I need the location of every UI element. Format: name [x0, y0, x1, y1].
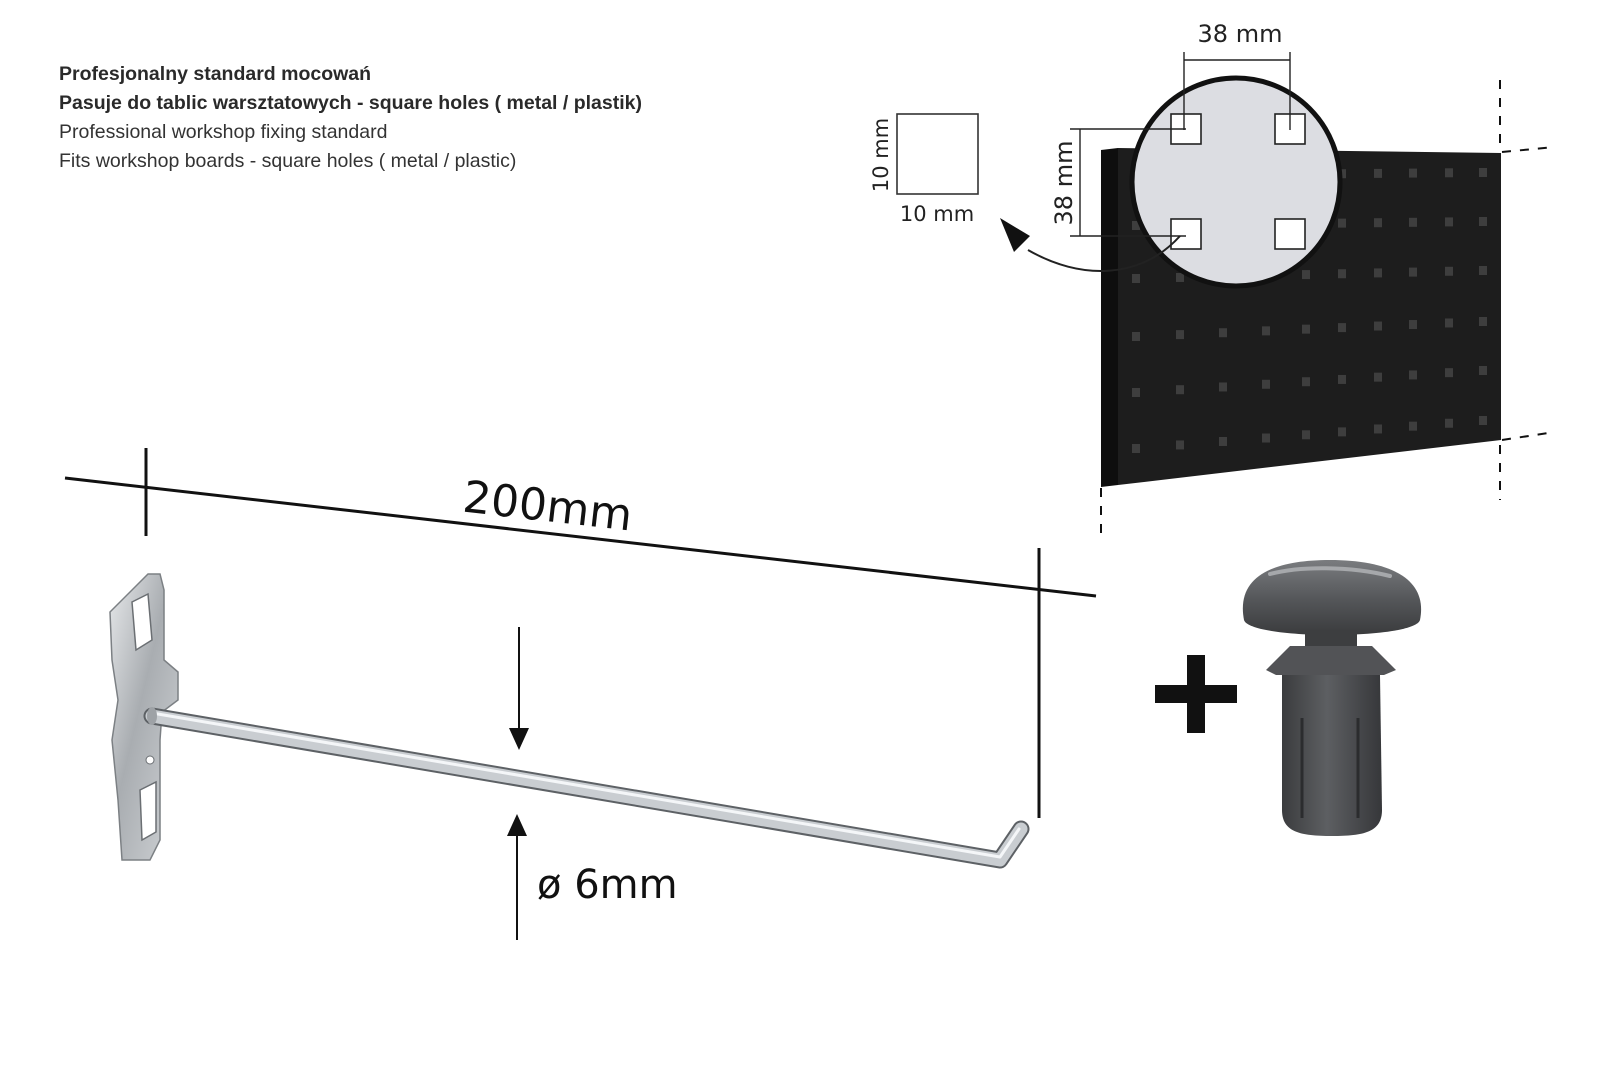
peg-hook — [109, 573, 1030, 869]
pegboard-hole — [1409, 217, 1417, 227]
description-line-en-standard: Professional workshop fixing standard — [59, 121, 388, 143]
pegboard-hole — [1479, 168, 1487, 177]
length-label: 200mm — [460, 472, 634, 542]
diameter-label: ø 6mm — [537, 862, 678, 908]
magnified-hole-bottom-right — [1274, 218, 1306, 250]
length-dimension — [64, 448, 1097, 818]
description-line-pl-compatibility: Pasuje do tablic warsztatowych - square … — [59, 92, 643, 114]
arrow-down-icon — [509, 728, 529, 750]
pegboard-hole — [1132, 274, 1140, 283]
plate-slot-bottom — [139, 780, 157, 842]
pegboard-hole — [1302, 430, 1310, 440]
arrow-up-icon — [507, 814, 527, 836]
plate-rivet — [145, 755, 155, 765]
hole-magnifier: 38 mm 38 mm — [1050, 20, 1343, 289]
pegboard-hole — [1132, 332, 1140, 341]
pegboard-hole — [1176, 385, 1184, 395]
vertical-spacing-dimension — [1070, 128, 1186, 237]
pegboard-hole — [1262, 326, 1270, 336]
anchor-body — [1282, 675, 1382, 836]
pegboard-hole — [1219, 328, 1227, 338]
hole-size-spec: 10 mm 10 mm — [869, 113, 1181, 272]
pegboard-hole — [1176, 272, 1184, 282]
pegboard-hole — [1374, 372, 1382, 382]
pegboard-hole — [1338, 218, 1346, 228]
pegboard-hole — [1132, 221, 1140, 230]
horizontal-spacing-dimension — [1183, 52, 1291, 130]
pegboard-hole — [1338, 374, 1346, 384]
pegboard-hole — [1409, 320, 1417, 330]
pegboard-hole — [1409, 168, 1417, 178]
diameter-dimension — [507, 627, 529, 940]
pegboard-hole — [1409, 267, 1417, 277]
pegboard-hole — [1262, 433, 1270, 443]
pegboard-hole — [1374, 424, 1382, 434]
pegboard-hole — [1176, 330, 1184, 340]
plus-icon — [1155, 655, 1237, 733]
pegboard-hole — [1338, 323, 1346, 333]
pegboard-hole — [1445, 168, 1453, 178]
hook-rod — [145, 709, 1028, 867]
pegboard-hole — [1409, 370, 1417, 380]
length-dimension-line — [64, 476, 1097, 598]
pegboard-hole — [1479, 416, 1487, 425]
hole-height-label: 10 mm — [869, 118, 893, 192]
pegboard-hole — [1479, 266, 1487, 275]
pegboard-hole — [1374, 218, 1382, 228]
magnified-hole-bottom-left — [1170, 218, 1202, 250]
pegboard-hole — [1479, 317, 1487, 326]
description-line-pl-standard: Profesjonalny standard mocowań — [59, 63, 372, 85]
pegboard-hole — [1445, 368, 1453, 378]
hole-width-label: 10 mm — [900, 202, 974, 226]
pegboard-hole — [1445, 266, 1453, 276]
pegboard-hole — [1302, 270, 1310, 280]
pegboard-hole — [1479, 366, 1487, 375]
pegboard-hole — [1302, 324, 1310, 334]
product-description: Profesjonalny standard mocowań Pasuje do… — [59, 60, 642, 176]
pegboard-hole — [1132, 388, 1140, 397]
pegboard-hole — [1219, 436, 1227, 446]
pegboard-hole — [1374, 168, 1382, 178]
pegboard-edge-guides — [1100, 80, 1556, 535]
anchor-cap — [1242, 560, 1422, 635]
pegboard-hole — [1445, 217, 1453, 227]
curved-pointer-arrow — [1027, 235, 1181, 272]
pegboard-hole — [1219, 382, 1227, 392]
pegboard-hole — [1409, 421, 1417, 431]
pegboard-hole — [1479, 217, 1487, 226]
pegboard-hole — [1374, 321, 1382, 331]
pegboard-hole — [1445, 318, 1453, 328]
pegboard-hole — [1445, 418, 1453, 428]
pegboard-hole — [1338, 269, 1346, 279]
pegboard-hole — [1338, 427, 1346, 437]
horizontal-spacing-label: 38 mm — [1198, 20, 1283, 48]
anchor-collar — [1266, 646, 1396, 675]
pegboard-hole — [1132, 444, 1140, 453]
vertical-spacing-label: 38 mm — [1050, 141, 1078, 226]
pegboard-hole — [1176, 440, 1184, 450]
pegboard-hole — [1302, 377, 1310, 387]
hole-size-square — [896, 113, 979, 195]
plastic-anchor — [1242, 560, 1422, 836]
plate-slot-top — [131, 592, 153, 652]
arrow-head-icon — [1000, 218, 1030, 252]
pegboard-hole — [1262, 379, 1270, 389]
pegboard-hole — [1374, 268, 1382, 278]
description-line-en-compatibility: Fits workshop boards - square holes ( me… — [59, 150, 517, 172]
